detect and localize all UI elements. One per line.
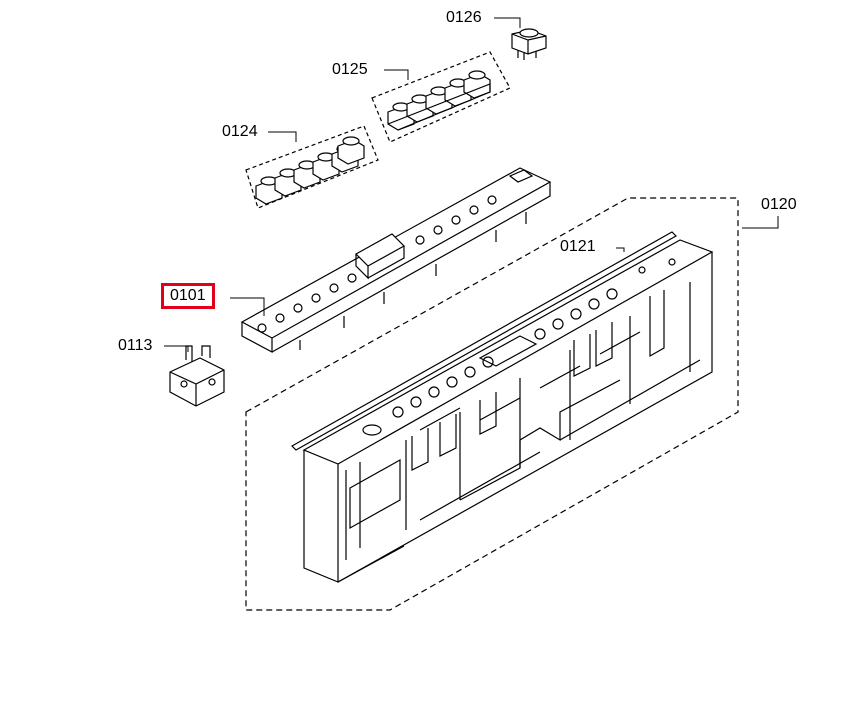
button-0126: [511, 28, 547, 60]
part-label-0126[interactable]: 0126: [446, 9, 482, 26]
control-panel-housing-0120: [302, 239, 714, 583]
part-label-0120[interactable]: 0120: [761, 196, 797, 213]
part-label-0101-highlighted[interactable]: 0101: [161, 283, 215, 309]
control-module-0101: [240, 167, 552, 353]
housing-boundary-0120: [245, 197, 739, 611]
rod-0121: [291, 231, 677, 451]
part-label-0121[interactable]: 0121: [560, 238, 596, 255]
leader-lines: [164, 17, 779, 352]
button-strip-0125: [371, 51, 511, 143]
part-label-0113[interactable]: 0113: [118, 337, 153, 354]
clip-0113: [169, 345, 225, 407]
part-label-0125[interactable]: 0125: [332, 61, 368, 78]
button-strip-0124: [245, 125, 379, 209]
part-label-0124[interactable]: 0124: [222, 123, 258, 140]
